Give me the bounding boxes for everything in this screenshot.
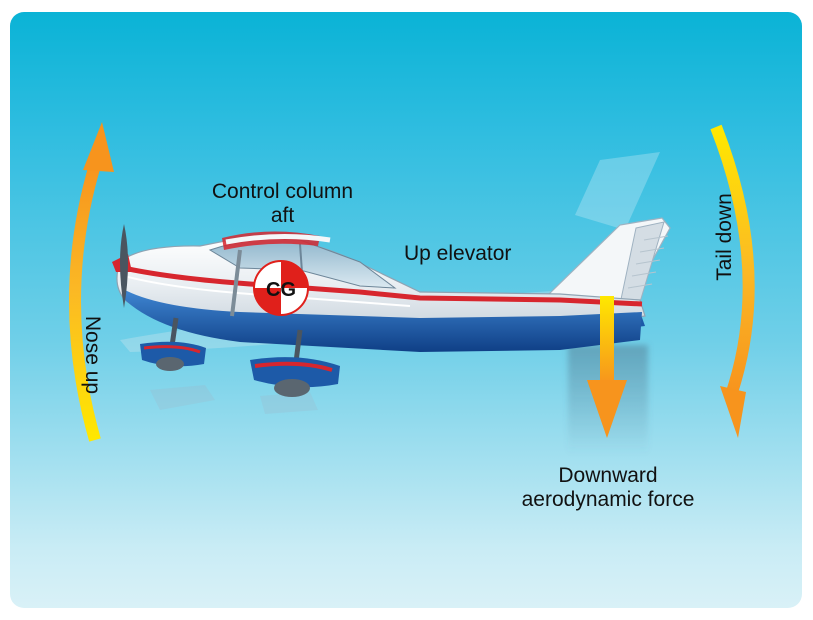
control-column-label: Control column aft [190,180,375,228]
control-column-label-line1: Control column [211,180,354,203]
up-elevator-label: Up elevator [404,242,512,265]
cg-label: CG [266,279,296,301]
tail-down-arrow [710,124,755,438]
nose-up-label: Nose up [81,315,105,395]
control-column-label-line2: aft [270,204,295,227]
tail-down-label: Tail down [712,193,736,281]
downward-force-label-line1: Downward [558,464,658,487]
cg-symbol: CG [253,260,309,316]
downward-force-label: Downward aerodynamic force [498,464,718,512]
downward-force-label-line2: aerodynamic force [521,488,695,511]
nose-up-arrow [69,122,114,442]
downward-force-arrow [587,296,627,438]
